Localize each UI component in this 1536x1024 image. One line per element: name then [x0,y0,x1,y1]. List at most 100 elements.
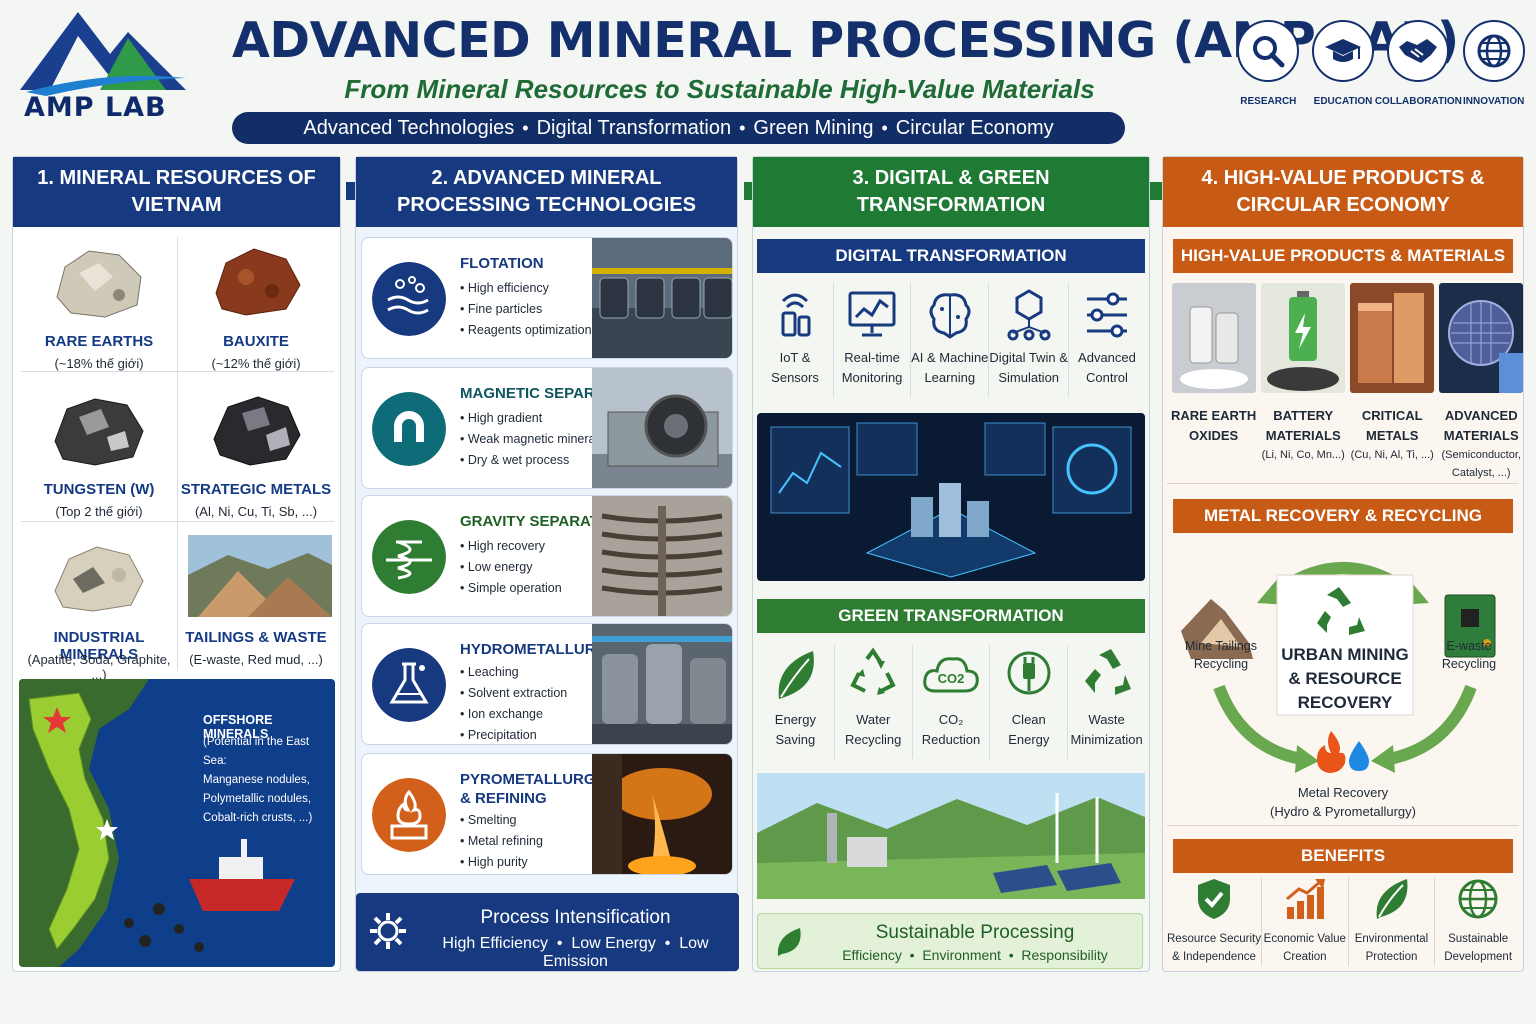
benefit-item: Resource Security & Independence [1167,877,1262,966]
page-subtitle: From Mineral Resources to Sustainable Hi… [344,74,1095,104]
tech-feature: Weak magnetic minerals [460,429,605,450]
mineral-desc: (Top 2 thế giới) [55,504,143,519]
hydrometallurgy-plant-image [592,624,732,744]
pillar-label: Advanced Technologies [303,116,515,139]
product-name: CRITICAL METALS [1361,408,1423,443]
magnetic-separator-image [592,368,732,488]
mineral-card: RARE EARTHS (~18% thế giới) [21,237,177,387]
mineral-card: TAILINGS & WASTE (E-waste, Red mud, ...) [178,533,334,683]
rare-earth-rock-image [56,250,142,318]
process-intensification-banner: Process Intensification High Efficiency … [356,893,739,971]
page-title: ADVANCED MINERAL PROCESSING (AMP LAB) [232,12,1459,69]
recycling-cycle-diagram [1181,562,1496,773]
product-card: RARE EARTH OXIDES [1171,283,1256,482]
tech-feature: Metal refining [460,831,543,852]
offshore-line: Polymetallic nodules, [203,793,312,805]
banner-item: Efficiency [842,947,902,963]
benefits-row: Resource Security & Independence Economi… [1167,877,1521,966]
flotation-bubbles-icon [372,262,446,336]
digital-item-label: IoT & Sensors [771,350,819,385]
plug-icon [1007,651,1051,695]
tech-feature: Reagents optimization [460,320,592,341]
magnet-icon [372,392,446,466]
benefit-label: Sustainable Development [1444,933,1513,963]
bauxite-rock-image [215,248,301,316]
vietnam-sea-map-image [19,679,335,967]
tech-feature: Fine particles [460,299,592,320]
tech-name: FLOTATION [460,255,544,272]
research-link[interactable]: RESEARCH [1236,20,1301,110]
offshore-line: (Potential in the East Sea: [203,736,310,767]
tech-feature-list: Smelting Metal refining High purity [460,810,543,873]
benefit-label: Environmental Protection [1354,933,1429,963]
tech-card-hydrometallurgy: HYDROMETALLURGY Leaching Solvent extract… [361,623,733,745]
recovery-subheader: METAL RECOVERY & RECYCLING [1173,499,1513,533]
pillar-label: Digital Transformation [536,116,732,139]
products-grid: RARE EARTH OXIDES BATTERY MATERIALS (Li,… [1171,283,1524,482]
product-card: BATTERY MATERIALS (Li, Ni, Co, Mn...) [1261,283,1346,482]
banner-items: Efficiency • Environment • Responsibilit… [842,947,1108,963]
green-item-label: Energy Saving [774,712,816,747]
green-subheader: GREEN TRANSFORMATION [757,599,1145,633]
battery-materials-image [1261,283,1346,393]
tech-feature: Precipitation [460,725,567,744]
green-item: Energy Saving [757,645,835,759]
mineral-name: STRATEGIC METALS [180,481,332,498]
tech-feature-list: Leaching Solvent extraction Ion exchange… [460,662,567,744]
top-icon-label: RESEARCH [1240,96,1297,107]
digital-item-label: AI & Machine Learning [911,350,989,385]
tungsten-rock-image [54,398,144,466]
offshore-map-panel: OFFSHORE MINERALS (Potential in the East… [19,679,335,967]
product-name: RARE EARTH OXIDES [1171,408,1257,443]
banner-item: High Efficiency [442,935,548,952]
tech-feature: High gradient [460,408,605,429]
leaf-icon [779,651,815,699]
globe-icon [1477,34,1511,68]
digital-item: Digital Twin & Simulation [989,283,1069,397]
spiral-concentrator-image [592,496,732,616]
amp-lab-logo [20,12,186,96]
benefits-subheader: BENEFITS [1173,839,1513,873]
mineral-card: STRATEGIC METALS (Al, Ni, Cu, Ti, Sb, ..… [178,385,334,535]
offshore-line: Manganese nodules, [203,774,310,786]
top-icon-label: COLLABORATION [1374,96,1462,107]
benefit-item: Economic Value Creation [1262,877,1349,966]
top-icon-row: RESEARCH EDUCATION COLLABORATION INNOVAT… [1236,20,1526,110]
tech-card-gravity-separation: GRAVITY SEPARATION High recovery Low ene… [361,495,733,617]
column-title: 4. HIGH-VALUE PRODUCTS & CIRCULAR ECONOM… [1163,157,1523,227]
collaboration-link[interactable]: COLLABORATION [1375,20,1462,110]
tech-feature: Ion exchange [460,704,567,725]
column-title: 1. MINERAL RESOURCES OF VIETNAM [13,157,340,227]
sustainable-processing-banner: Sustainable Processing Efficiency • Envi… [757,913,1143,969]
leaf-icon [777,928,801,956]
recycle-filled-icon [1084,649,1131,695]
network-cube-icon [1007,289,1051,341]
digital-item-label: Real-time Monitoring [841,350,903,385]
digital-item: Real-time Monitoring [834,283,912,397]
mineral-name: INDUSTRIAL MINERALS [53,629,145,663]
digital-item-label: Advanced Control [1078,350,1136,385]
benefit-item: Sustainable Development [1435,877,1521,966]
product-desc: (Semiconductor, Catalyst, ...) [1441,449,1521,479]
benefit-label: Resource Security & Independence [1167,933,1261,963]
mineral-card: BAUXITE (~12% thế giới) [178,237,334,387]
co2-cloud-icon: CO2 [923,657,979,693]
education-link[interactable]: EDUCATION [1311,20,1376,110]
digital-item: IoT & Sensors [757,283,835,397]
flotation-cells-image [592,238,732,358]
column-mineral-resources: 1. MINERAL RESOURCES OF VIETNAM RARE EAR… [12,156,341,972]
banner-item: Responsibility [1021,947,1108,963]
top-icon-label: EDUCATION [1313,96,1373,107]
mineral-name: TUNGSTEN (W) [43,481,155,498]
product-card: CRITICAL METALS (Cu, Ni, Al, Ti, ...) [1350,283,1435,482]
metal-recovery-label: Metal Recovery (Hydro & Pyrometallurgy) [1270,785,1416,819]
green-item: Clean Energy [990,645,1069,759]
smelting-furnace-image [592,754,732,874]
products-subheader: HIGH-VALUE PRODUCTS & MATERIALS [1173,239,1513,273]
tech-name: PYROMETALLURGY & REFINING [460,771,606,807]
spiral-icon [372,520,446,594]
industrial-minerals-rock-image [54,546,144,612]
green-item-label: Waste Minimization [1070,712,1143,747]
innovation-link[interactable]: INNOVATION [1461,20,1526,110]
gear-icon [370,913,406,949]
